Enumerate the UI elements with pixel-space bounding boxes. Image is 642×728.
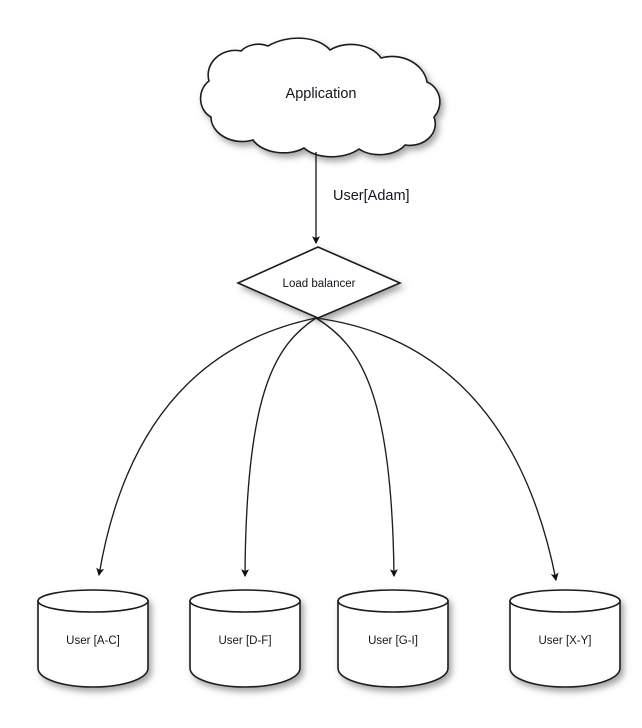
edge-curve-to-user-xy — [315, 317, 559, 582]
cylinder-label-3: User [G-I] — [368, 635, 418, 647]
cylinder-top-1 — [37, 589, 149, 613]
cylinder-label-1: User [A-C] — [66, 635, 120, 647]
node-database-user-ac[interactable]: User [A-C] — [37, 589, 149, 688]
cloud-label: Application — [286, 86, 357, 102]
cloud-shape — [199, 37, 441, 158]
node-database-user-xy[interactable]: User [X-Y] — [509, 589, 621, 688]
node-database-user-df[interactable]: User [D-F] — [189, 589, 301, 688]
edge-loadbalancer-to-databases — [96, 317, 559, 582]
cylinder-top-2 — [189, 589, 301, 613]
node-application-cloud[interactable]: Application — [199, 37, 441, 158]
cylinder-body-2 — [189, 600, 301, 688]
diamond-label: Load balancer — [283, 278, 356, 290]
edge-application-to-loadbalancer: User[Adam] — [312, 152, 410, 245]
cylinder-body-4 — [509, 600, 621, 688]
cylinder-top-3 — [337, 589, 449, 613]
cylinder-label-2: User [D-F] — [218, 635, 271, 647]
node-load-balancer-diamond[interactable]: Load balancer — [236, 246, 403, 319]
cylinder-top-4 — [509, 589, 621, 613]
edge-curve-to-user-gi — [315, 317, 398, 578]
cylinder-label-4: User [X-Y] — [538, 635, 591, 647]
node-database-user-gi[interactable]: User [G-I] — [337, 589, 449, 688]
edge-label-user-adam: User[Adam] — [333, 188, 410, 204]
cylinder-body-3 — [337, 600, 449, 688]
cylinder-body-1 — [37, 600, 149, 688]
edge-curve-to-user-df — [241, 317, 317, 578]
edge-curve-to-user-ac — [96, 317, 317, 577]
